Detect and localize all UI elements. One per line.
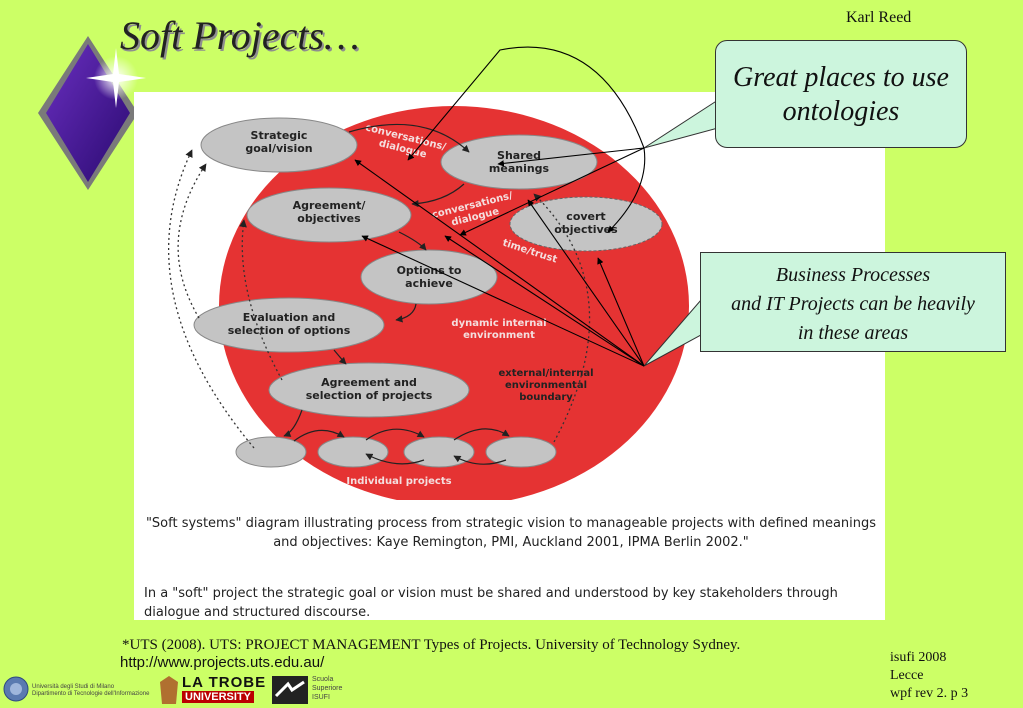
diagram-note: In a "soft" project the strategic goal o… xyxy=(144,586,838,620)
flow-individual-back-2 xyxy=(453,455,507,465)
callout-business-line-3: in these areas xyxy=(797,322,909,344)
milano-logo-line-1: Università degli Studi di Milano xyxy=(32,684,115,690)
individual-project-2 xyxy=(317,436,389,468)
callout-business-line-1: Business Processes xyxy=(775,264,931,286)
milano-seal-icon xyxy=(3,676,29,702)
flow-individual-loop-3 xyxy=(453,428,510,441)
author-name: Karl Reed xyxy=(846,9,912,26)
slide-title: Soft Projects… xyxy=(120,13,360,58)
footnote-citation: *UTS (2008). UTS: PROJECT MANAGEMENT Typ… xyxy=(122,637,741,653)
callout-business-line-2: and IT Projects can be heavily xyxy=(731,293,975,315)
callout-ontologies: Great places to use ontologies xyxy=(715,40,967,148)
feedback-evaluation-to-strategic xyxy=(177,163,207,319)
flow-individual-back-1 xyxy=(365,453,425,465)
diagram-caption: "Soft systems" diagram illustrating proc… xyxy=(145,516,877,550)
latrobe-logo-line-2: UNIVERSITY xyxy=(182,691,255,703)
isufi-logo-icon xyxy=(272,676,308,704)
isufi-logo-line-3: ISUFI xyxy=(312,694,330,701)
individual-project-1 xyxy=(235,436,307,468)
callout-ontologies-line-1: Great places to use xyxy=(733,62,949,93)
latrobe-crest-icon xyxy=(160,676,178,704)
node-strategic-goal xyxy=(200,117,358,173)
individual-project-4 xyxy=(485,436,557,468)
footer-logos: Università degli Studi di Milano Diparti… xyxy=(0,670,360,708)
footer-location: Lecce xyxy=(890,668,924,683)
latrobe-logo-line-1: LA TROBE xyxy=(182,674,267,691)
feedback-projects-to-strategic xyxy=(168,149,255,449)
isufi-logo-line-1: Scuola xyxy=(312,676,334,683)
milano-logo-line-2: Dipartimento di Tecnologie dell'Informaz… xyxy=(32,691,150,697)
footnote-url[interactable]: http://www.projects.uts.edu.au/ xyxy=(120,654,325,671)
footer-page: wpf rev 2. p 3 xyxy=(890,686,969,701)
flow-individual-loop-1 xyxy=(293,429,345,442)
flow-evaluation-to-projects xyxy=(333,349,347,365)
footer-event: isufi 2008 xyxy=(890,650,947,665)
flow-individual-loop-2 xyxy=(365,428,425,441)
diamond-star-icon xyxy=(38,36,146,190)
callout-business-processes: Business Processes and IT Projects can b… xyxy=(700,252,1006,352)
feedback-projects-to-agreement xyxy=(239,219,283,381)
callout-ontologies-line-2: ontologies xyxy=(782,96,900,127)
flow-projects-to-individual-1 xyxy=(283,409,303,437)
node-agreement-objectives-label: Agreement/objectives xyxy=(293,199,367,225)
isufi-logo-line-2: Superiore xyxy=(312,685,343,692)
label-individual-projects: Individual projects xyxy=(346,476,451,487)
